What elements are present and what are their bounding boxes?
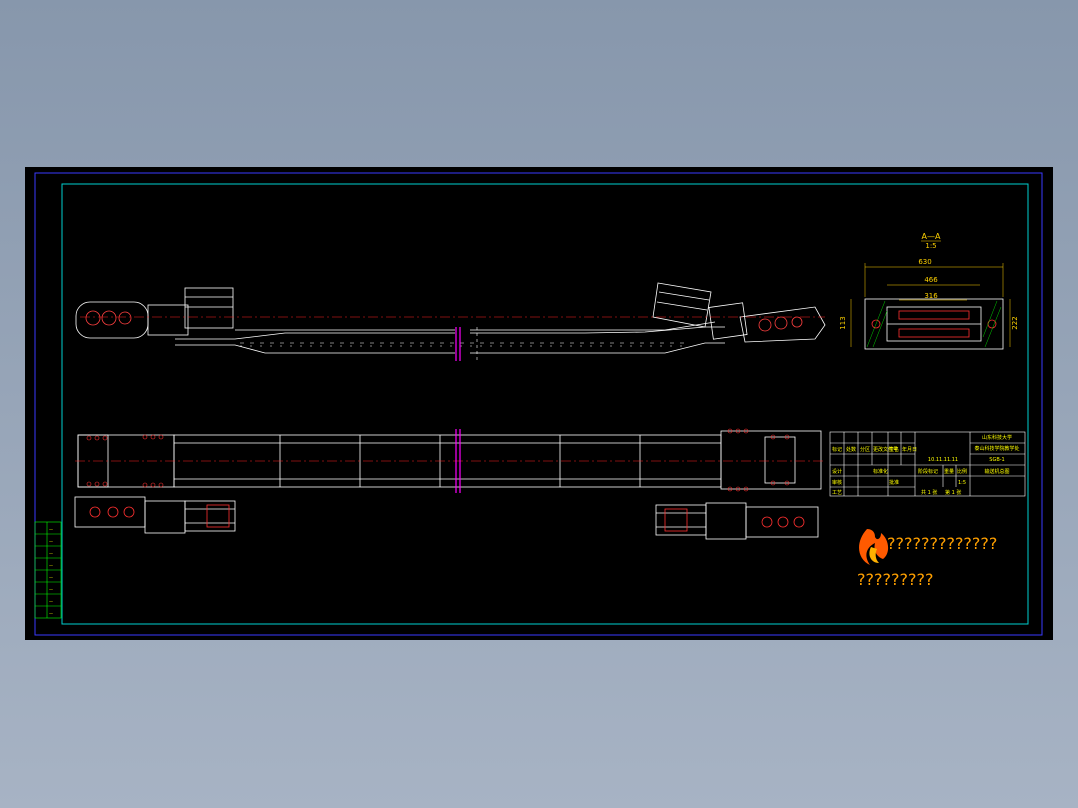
tb-stage-label: 阶段标记 <box>918 468 938 475</box>
side-revision-table <box>34 521 62 619</box>
side-table-cell: — <box>49 575 53 580</box>
left-drive-detail <box>74 496 236 534</box>
watermark-line-2: ????????? <box>857 570 933 589</box>
watermark-line-1: ????????????? <box>887 534 997 553</box>
drawing-sheet[interactable]: — — — — — — — — <box>25 167 1053 640</box>
side-table-cell: — <box>49 539 53 544</box>
side-table-cell: — <box>49 611 53 616</box>
section-title: A—A <box>922 232 941 241</box>
tb-design-label: 批准 <box>889 479 899 486</box>
section-scale: 1:5 <box>925 242 936 250</box>
section-a-a-header: A—A 1:5 <box>921 232 941 250</box>
side-elevation-view <box>75 282 826 354</box>
dim-left-height: 113 <box>839 316 847 329</box>
section-a-a-dimensions <box>850 263 1011 347</box>
tb-sheet-total: 共 1 张 <box>921 489 937 496</box>
title-block-labels: 标记 处数 分区 更改文件号 签名 年月日 标准化 批准 设计 审核 工艺 阶段… <box>832 434 1020 496</box>
break-mark-plan <box>455 429 461 493</box>
tb-col-label: 标记 <box>832 446 842 453</box>
outer-frame <box>34 172 1043 636</box>
side-table-cell: — <box>49 551 53 556</box>
tb-drawing-no: SGB-1 <box>989 457 1004 463</box>
section-hatch <box>866 300 1002 348</box>
side-table-cell: — <box>49 599 53 604</box>
tb-stage-label: 比例 <box>957 468 967 475</box>
tb-row-label: 设计 <box>832 468 842 475</box>
inner-frame <box>61 183 1029 625</box>
title-block-grid <box>829 431 1026 497</box>
plan-view <box>77 430 822 490</box>
side-table-labels: — — — — — — — — <box>49 527 53 616</box>
tb-drawing-name: 输送机总图 <box>984 468 1009 475</box>
tb-sheet-index: 第 1 张 <box>945 489 961 496</box>
drawing-canvas[interactable]: — — — — — — — — <box>25 167 1053 640</box>
tb-col-label: 签名 <box>889 446 899 453</box>
tb-university: 山东科技大学 <box>982 434 1012 441</box>
tb-col-label: 处数 <box>846 446 856 453</box>
plan-bolt-holes <box>86 428 790 492</box>
dim-right-height: 222 <box>1011 316 1019 329</box>
section-dimension-labels: 630 466 316 113 222 <box>839 258 1019 330</box>
tb-scale-value: 1:5 <box>958 480 966 486</box>
tb-col-label: 更改文件号 <box>873 446 898 453</box>
tb-row-label: 工艺 <box>832 490 842 496</box>
flame-logo-icon <box>859 529 889 565</box>
tb-code: 10.11.11.11 <box>928 457 958 463</box>
dim-slot-width: 316 <box>924 292 938 300</box>
side-table-cell: — <box>49 563 53 568</box>
dim-inner-width: 466 <box>924 276 938 284</box>
chain-links-top <box>240 342 685 347</box>
tb-col-label: 分区 <box>860 446 870 453</box>
break-mark-top <box>455 327 461 361</box>
tb-col-label: 年月日 <box>902 446 917 453</box>
dim-overall-width: 630 <box>918 258 931 266</box>
tb-design-label: 标准化 <box>873 468 888 475</box>
tb-row-label: 审核 <box>832 479 842 486</box>
right-drive-detail <box>655 502 819 540</box>
side-table-cell: — <box>49 527 53 532</box>
tb-college: 泰山科技学院教学处 <box>974 445 1019 452</box>
section-a-a-profile <box>864 298 1004 350</box>
tb-stage-label: 重量 <box>944 468 954 475</box>
side-table-cell: — <box>49 587 53 592</box>
